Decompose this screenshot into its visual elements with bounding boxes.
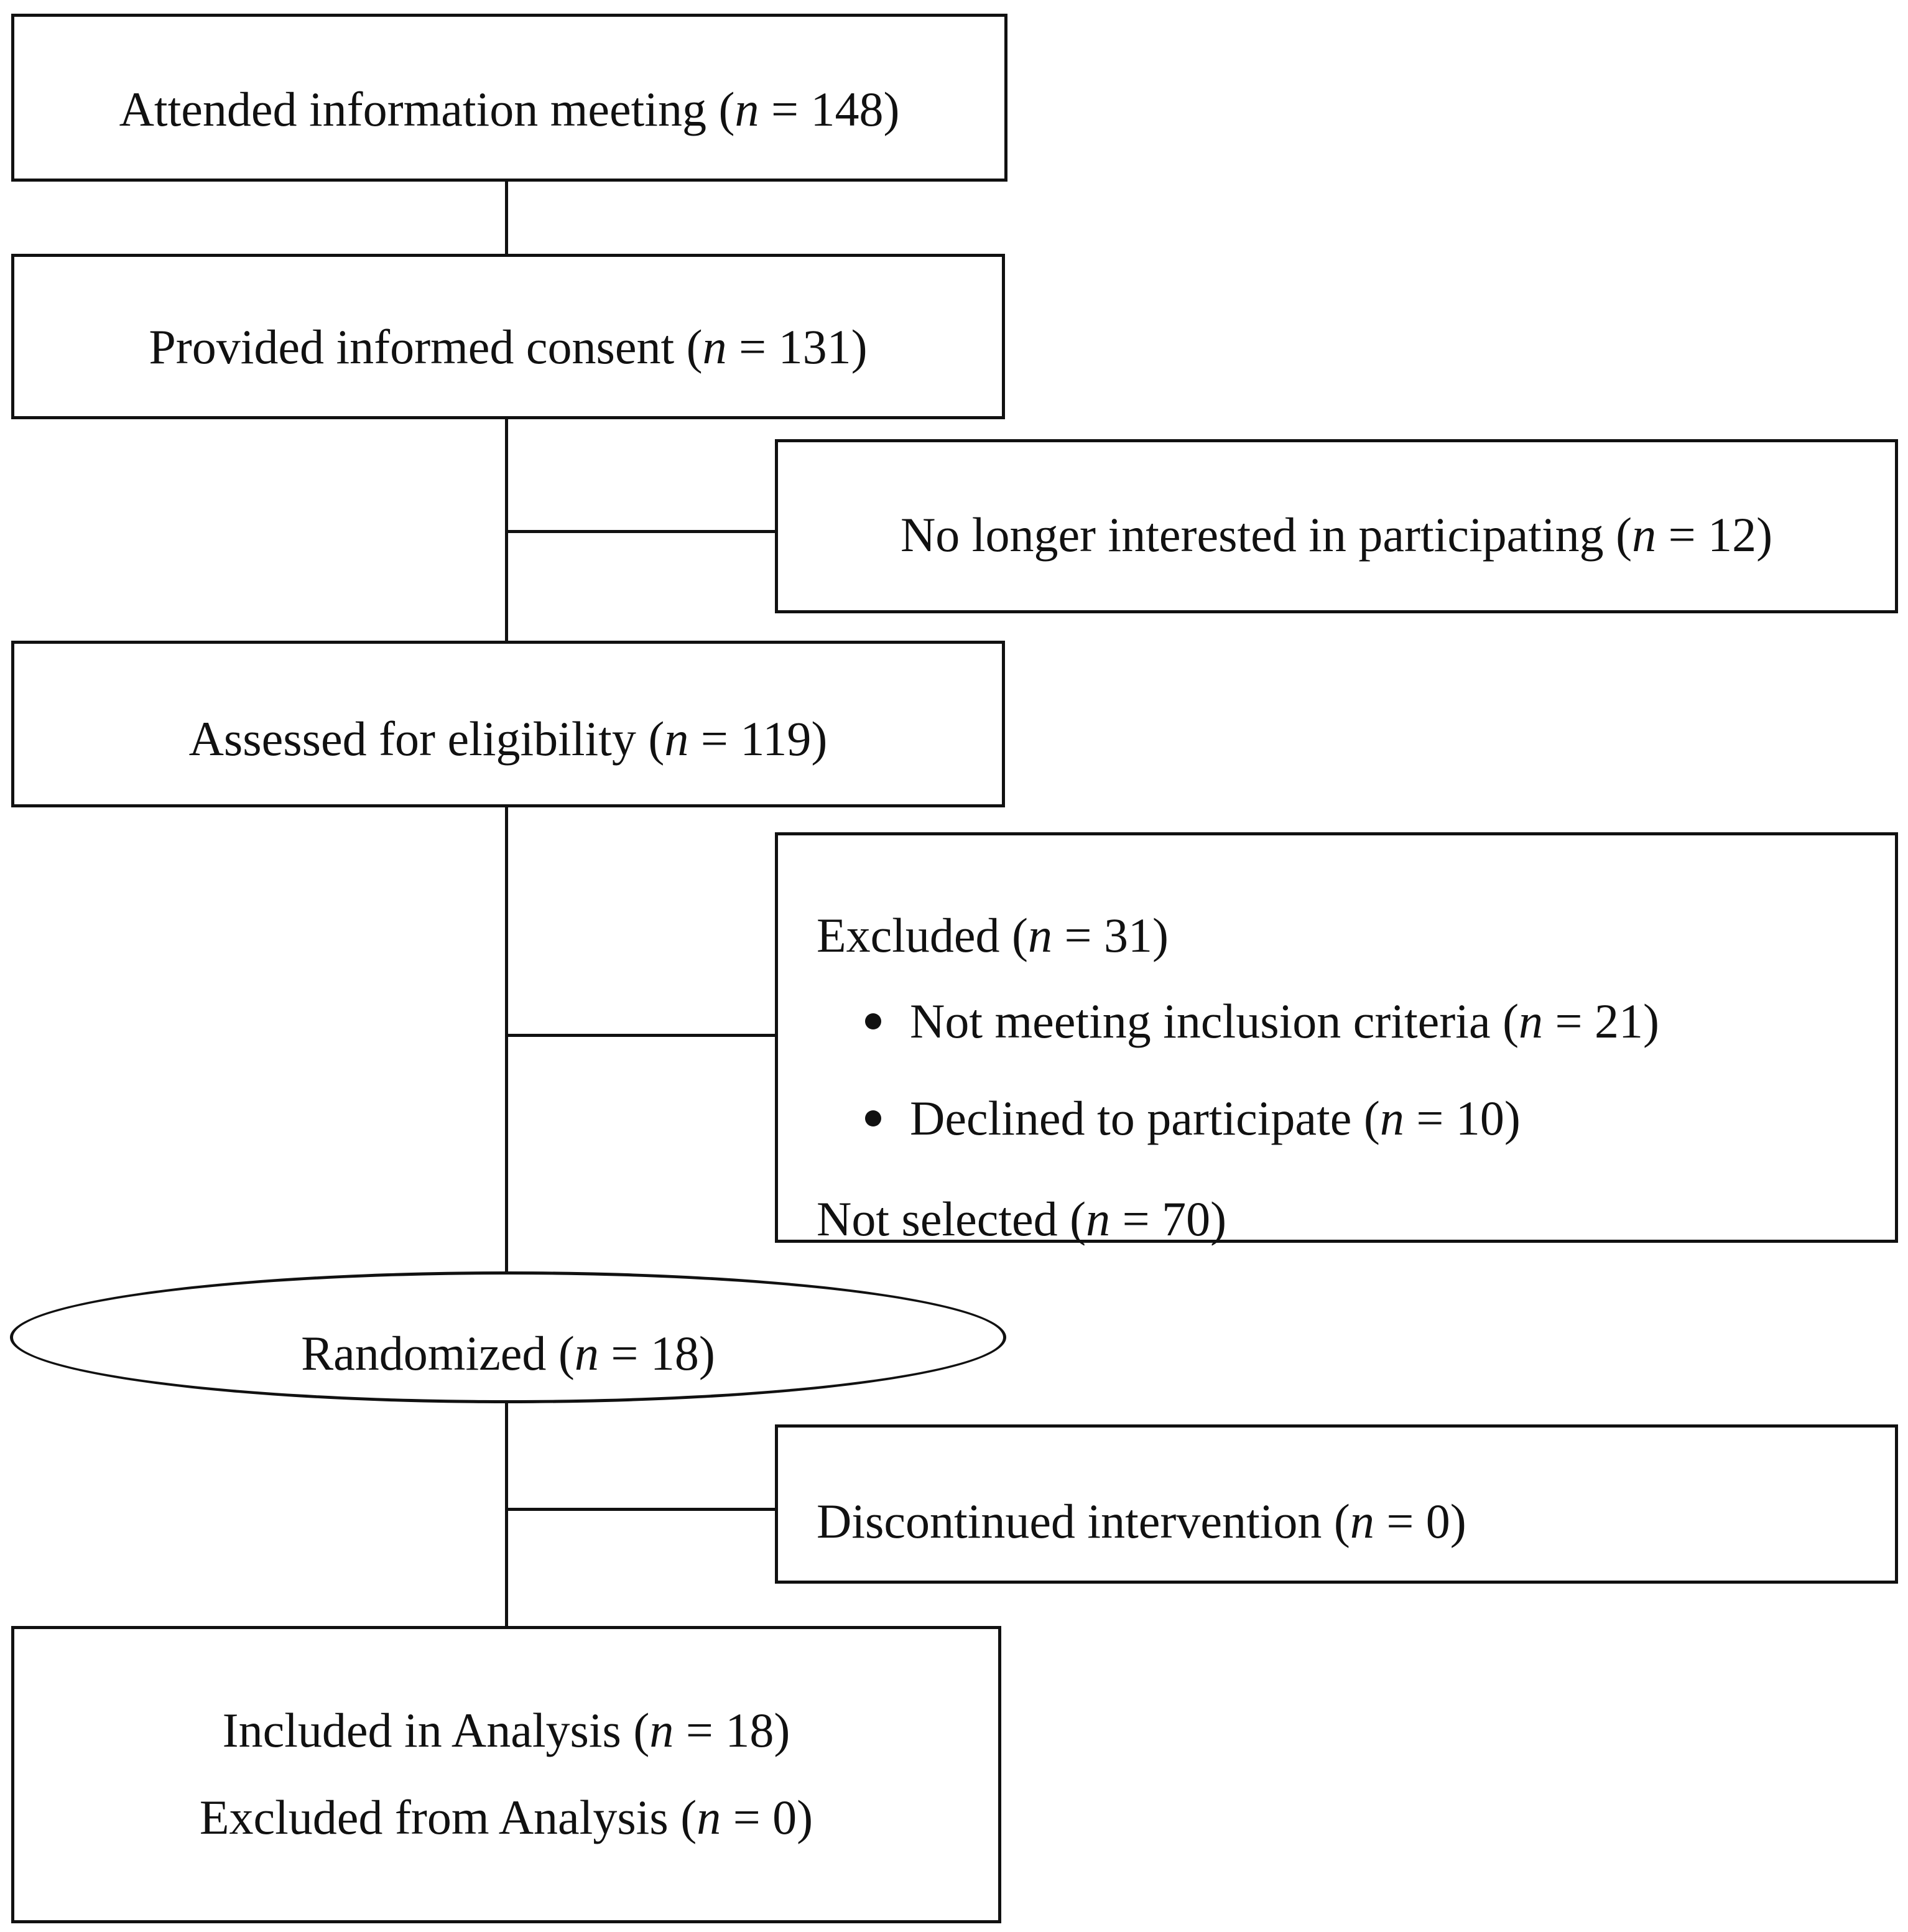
- excluded-box: Excluded (n = 31) Not meeting inclusion …: [775, 832, 1898, 1243]
- randomized-text: Randomized (n = 18): [301, 1326, 715, 1380]
- discontinued-box: Discontinued intervention (n = 0): [775, 1424, 1898, 1584]
- not-selected-text: Not selected (n = 70): [817, 1192, 1227, 1246]
- excluded-reason-item: Declined to participate (n = 10): [910, 1091, 1521, 1145]
- attended-box: Attended information meeting (n = 148): [11, 14, 1007, 182]
- connector-randomized-analysis: [505, 1402, 508, 1630]
- connector-assessed-randomized: [505, 806, 508, 1274]
- branch-excluded: [505, 1034, 776, 1037]
- no-longer-interested-text: No longer interested in participating (n…: [900, 508, 1773, 562]
- consent-text: Provided informed consent (n = 131): [149, 320, 868, 374]
- excluded-from-analysis-text: Excluded from Analysis (n = 0): [199, 1790, 813, 1844]
- bullet-icon: [865, 1110, 881, 1126]
- no-longer-interested-box: No longer interested in participating (n…: [775, 439, 1898, 613]
- consent-box: Provided informed consent (n = 131): [11, 254, 1005, 419]
- included-in-analysis-text: Included in Analysis (n = 18): [222, 1703, 790, 1757]
- discontinued-text: Discontinued intervention (n = 0): [817, 1494, 1466, 1548]
- connector-attended-consent: [505, 180, 508, 255]
- bullet-icon: [865, 1013, 881, 1029]
- excluded-reason-item: Not meeting inclusion criteria (n = 21): [910, 994, 1660, 1048]
- branch-no-longer-interested: [505, 530, 776, 533]
- analysis-box: Included in Analysis (n = 18) Excluded f…: [11, 1626, 1001, 1923]
- assessed-box: Assessed for eligibility (n = 119): [11, 641, 1005, 807]
- branch-discontinued: [505, 1508, 776, 1511]
- assessed-text: Assessed for eligibility (n = 119): [188, 712, 828, 766]
- excluded-heading: Excluded (n = 31): [817, 908, 1169, 962]
- randomized-ellipse: Randomized (n = 18): [10, 1271, 1006, 1403]
- attended-text: Attended information meeting (n = 148): [119, 82, 900, 136]
